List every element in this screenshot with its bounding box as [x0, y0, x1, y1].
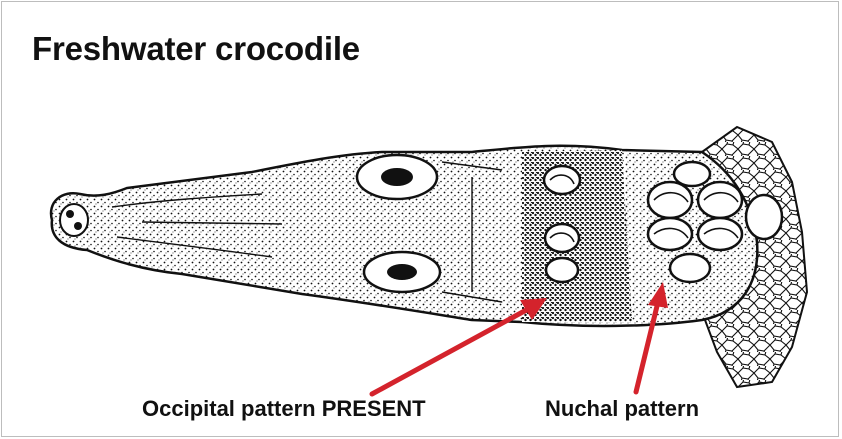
nostril-area	[60, 204, 88, 236]
nuchal-pattern-label: Nuchal pattern	[545, 396, 699, 422]
occipital-pattern-label: Occipital pattern PRESENT	[142, 396, 426, 422]
crocodile-head-illustration	[51, 127, 807, 387]
